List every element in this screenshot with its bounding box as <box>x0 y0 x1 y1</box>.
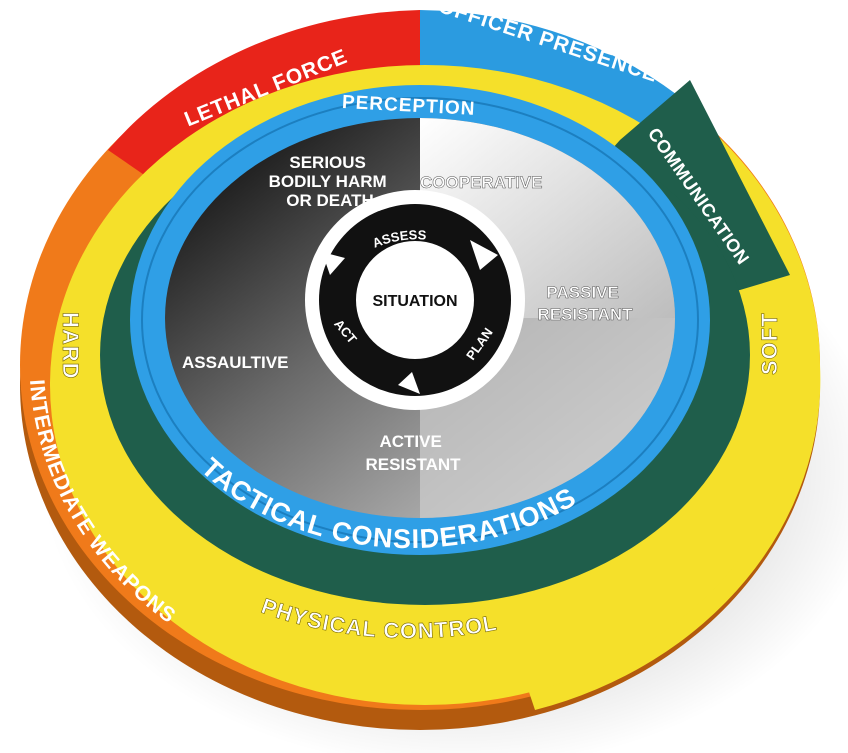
active-resistant-label: ACTIVE RESISTANT <box>365 432 461 474</box>
assess-plan-act-cycle <box>305 190 525 410</box>
soft-label: SOFT <box>757 312 782 375</box>
serious-bodily-harm-label: SERIOUS BODILY HARM OR DEATH <box>269 153 392 210</box>
assaultive-label: ASSAULTIVE <box>182 353 288 372</box>
situation-label: SITUATION <box>372 293 457 310</box>
hard-label: HARD <box>58 312 83 380</box>
passive-resistant-label: PASSIVE RESISTANT <box>537 283 633 324</box>
cooperative-label: COOPERATIVE <box>420 173 542 192</box>
